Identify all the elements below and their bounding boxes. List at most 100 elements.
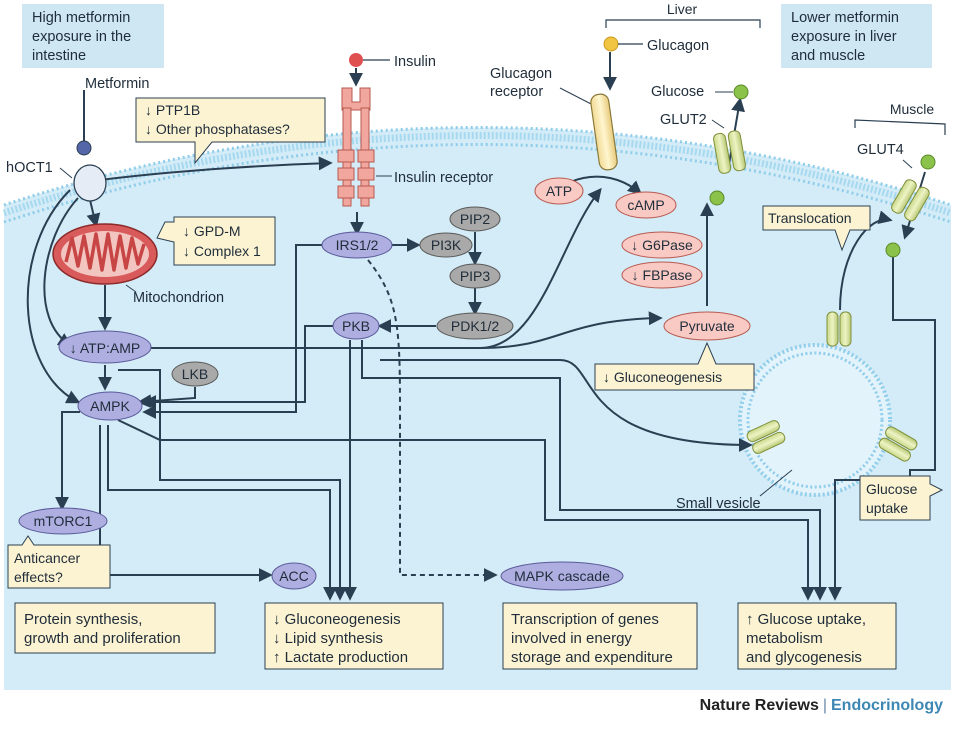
svg-text:PKB: PKB	[342, 318, 370, 334]
protein-synthesis-outcome: Protein synthesis, growth and proliferat…	[14, 602, 216, 654]
anticancer-note: Anticancer effects?	[7, 535, 111, 589]
mapk-node	[500, 561, 624, 591]
atp-node	[534, 177, 584, 205]
glucagon-receptor-label: Glucagon	[490, 66, 552, 82]
high-exposure-callout: High metformin exposure in the intestine	[22, 4, 164, 68]
glucose-label: Glucose	[651, 84, 704, 100]
hoct1-label: hOCT1	[6, 160, 53, 176]
translocation-note: Translocation	[762, 205, 871, 252]
metformin-label: Metformin	[85, 76, 149, 92]
glut4-transporter	[891, 179, 930, 222]
svg-text:effects?: effects?	[14, 569, 63, 585]
svg-text:PIP2: PIP2	[460, 211, 491, 227]
liver-label: Liver	[667, 1, 698, 17]
svg-text:High metformin: High metformin	[32, 10, 130, 26]
irs-to-mapk-dashed-arrow	[367, 259, 498, 582]
svg-text:mTORC1: mTORC1	[34, 513, 93, 529]
svg-text:↓ Gluconeogenesis: ↓ Gluconeogenesis	[273, 611, 401, 628]
svg-text:IRS1/2: IRS1/2	[336, 237, 379, 253]
svg-text:PIP3: PIP3	[460, 268, 491, 284]
glut2-transporter	[713, 130, 746, 174]
camp-node	[615, 191, 677, 219]
glucagon-label: Glucagon	[647, 38, 709, 54]
transcription-outcome: Transcription of genes involved in energ…	[502, 602, 698, 670]
svg-text:uptake: uptake	[866, 500, 908, 516]
muscle-bracket	[854, 119, 946, 135]
svg-text:Protein synthesis,: Protein synthesis,	[24, 611, 142, 628]
svg-text:intestine: intestine	[32, 48, 86, 64]
svg-text:↓ Complex 1: ↓ Complex 1	[183, 243, 261, 259]
lkb-node	[171, 361, 219, 387]
fbpase-node	[621, 261, 703, 289]
svg-text:ACC: ACC	[279, 568, 309, 584]
glut4-label: GLUT4	[857, 142, 904, 158]
svg-text:cAMP: cAMP	[627, 197, 664, 213]
svg-text:involved in energy: involved in energy	[511, 630, 632, 647]
liver-bracket	[605, 19, 761, 28]
pip3-node	[449, 263, 501, 289]
journal-name: Endocrinology	[831, 697, 943, 714]
journal-credit: Nature Reviews|Endocrinology	[700, 697, 943, 715]
ampk-node	[77, 391, 143, 421]
pyruvate-node	[663, 311, 751, 341]
svg-text:Lower metformin: Lower metformin	[791, 10, 899, 26]
publisher-name: Nature Reviews	[699, 697, 819, 714]
glucose-molecule-glut4-in	[885, 242, 901, 258]
svg-text:Pyruvate: Pyruvate	[679, 318, 734, 334]
svg-text:PDK1/2: PDK1/2	[451, 318, 499, 334]
muscle-label: Muscle	[890, 101, 935, 117]
vesicle-glut-left	[746, 420, 786, 454]
mitochondrion	[52, 223, 158, 285]
svg-text:metabolism: metabolism	[746, 630, 823, 647]
insulin-receptor	[337, 87, 375, 207]
svg-text:↓ Lipid synthesis: ↓ Lipid synthesis	[273, 630, 383, 647]
svg-text:↓ ATP:AMP: ↓ ATP:AMP	[70, 340, 141, 356]
insulin-receptor-label: Insulin receptor	[394, 170, 493, 186]
vesicle-glut-top	[826, 311, 852, 347]
svg-text:and glycogenesis: and glycogenesis	[746, 649, 862, 666]
glut2-label: GLUT2	[660, 112, 707, 128]
insulin-molecule	[349, 53, 363, 67]
insulin-label: Insulin	[394, 54, 436, 70]
pdk-node	[436, 312, 514, 340]
glucagon-receptor	[590, 93, 618, 171]
hoct1-transporter	[73, 164, 107, 202]
glucose-uptake-note: Glucose uptake	[859, 475, 944, 521]
svg-text:AMPK: AMPK	[90, 398, 130, 414]
glucose-molecule-out	[733, 84, 749, 100]
irs-node	[321, 231, 393, 259]
svg-text:↑ Glucose uptake,: ↑ Glucose uptake,	[746, 611, 866, 628]
svg-text:↓ Gluconeogenesis: ↓ Gluconeogenesis	[603, 369, 722, 385]
svg-text:and muscle: and muscle	[791, 48, 865, 64]
svg-text:storage and expenditure: storage and expenditure	[511, 649, 673, 666]
mitochondrion-label: Mitochondrion	[133, 290, 224, 306]
svg-text:exposure in liver: exposure in liver	[791, 29, 897, 45]
svg-text:↑ Lactate production: ↑ Lactate production	[273, 649, 408, 666]
svg-text:Translocation: Translocation	[768, 210, 852, 226]
glucose-molecule-in	[709, 190, 725, 206]
small-vesicle-label: Small vesicle	[676, 496, 761, 512]
gluconeogenesis-liver-note: ↓ Gluconeogenesis	[594, 341, 755, 391]
pi3k-node	[419, 232, 473, 258]
svg-text:↓ G6Pase: ↓ G6Pase	[631, 237, 693, 253]
atp-amp-node	[58, 330, 152, 364]
svg-text:growth and proliferation: growth and proliferation	[24, 630, 181, 647]
pathway-arrows	[26, 52, 936, 601]
svg-text:↓ PTP1B: ↓ PTP1B	[145, 102, 200, 118]
svg-text:PI3K: PI3K	[431, 237, 462, 253]
svg-text:Transcription of genes: Transcription of genes	[511, 611, 659, 628]
svg-text:exposure in the: exposure in the	[32, 29, 131, 45]
pkb-node	[332, 312, 380, 340]
metformin-molecule	[76, 140, 92, 156]
pip2-node	[449, 206, 501, 232]
svg-text:↓ Other phosphatases?: ↓ Other phosphatases?	[145, 121, 290, 137]
svg-text:receptor: receptor	[490, 84, 543, 100]
vesicle-glut-right	[878, 426, 918, 462]
glucose-molecule-glut4-out	[920, 154, 936, 170]
svg-text:Anticancer: Anticancer	[14, 550, 80, 566]
mtorc1-node	[18, 507, 108, 535]
svg-text:LKB: LKB	[182, 366, 208, 382]
mito-note: ↓ GPD-M ↓ Complex 1	[156, 216, 276, 266]
credit-separator: |	[822, 697, 827, 714]
